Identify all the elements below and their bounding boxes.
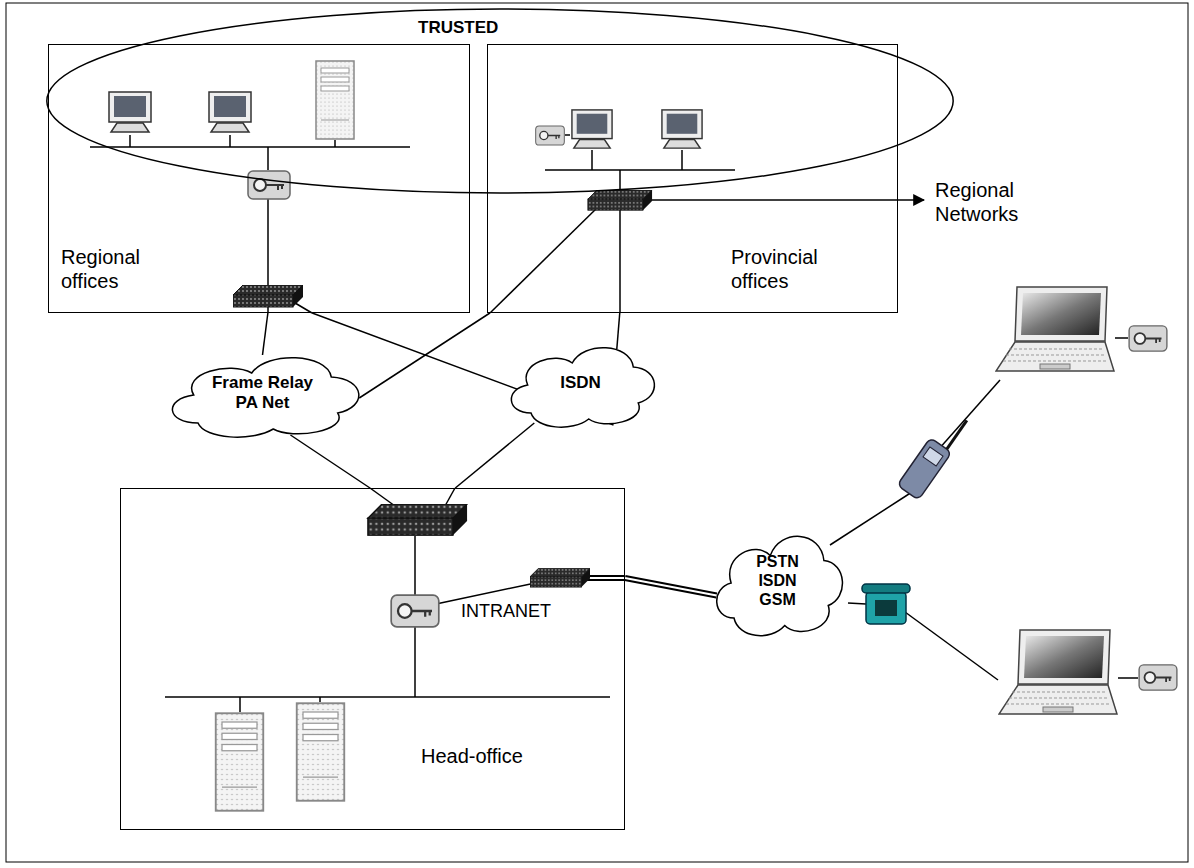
double-link [585, 578, 625, 579]
network-name: ISDN [560, 373, 601, 393]
office-name: Provincial offices [731, 245, 831, 293]
server-tower [216, 713, 264, 811]
main-router [368, 504, 467, 535]
server-tower [297, 703, 345, 801]
network-link [263, 313, 268, 355]
edge-group [455, 423, 534, 488]
office-name: Regional offices [61, 245, 161, 293]
regional-lan [90, 135, 410, 313]
workstation [109, 92, 151, 132]
telephone [862, 584, 910, 624]
cloud-path [717, 536, 843, 635]
head-office-lan [165, 488, 610, 712]
remote-links [830, 338, 1138, 680]
trusted-zone: TRUSTED [45, 8, 955, 194]
network-label: Regional Networks [935, 178, 1035, 226]
network-name: PSTN ISDN GSM [748, 552, 808, 610]
workstation [209, 92, 251, 132]
double-link [625, 578, 717, 596]
network-cloud: ISDN [498, 333, 663, 433]
network-link [617, 313, 620, 349]
network-name: INTRANET [461, 601, 551, 623]
edge-group [617, 313, 620, 349]
cloud-path [172, 358, 358, 437]
laptop [999, 630, 1117, 714]
network-link [359, 313, 490, 398]
office-box: INTRANET Head-office [120, 488, 625, 830]
network-name: Frame Relay PA Net [205, 373, 320, 414]
edge-group [359, 313, 490, 398]
mobile-phone [897, 409, 972, 500]
diagram-frame [6, 3, 1188, 862]
router [588, 190, 652, 210]
office-name: Head-office [421, 744, 523, 768]
office-box: Provincial offices [487, 44, 898, 313]
crypto-key [536, 126, 565, 145]
office-box: Regional offices [48, 44, 470, 313]
router [530, 568, 590, 587]
router [233, 285, 303, 307]
zone-ellipse [47, 9, 953, 193]
network-link [290, 435, 370, 488]
edge-group [625, 578, 717, 596]
zone-title: TRUSTED [418, 18, 498, 38]
server-tower [316, 61, 354, 139]
double-link-gap [625, 578, 717, 596]
laptop [996, 287, 1114, 371]
network-link [455, 423, 534, 488]
network-cloud: PSTN ISDN GSM [705, 518, 850, 643]
edge-group [290, 435, 370, 488]
workstation [662, 110, 702, 148]
zone-outline [45, 8, 955, 194]
crypto-key [391, 595, 439, 627]
edge-group [263, 313, 268, 355]
workstation [572, 110, 612, 148]
crypto-key [1129, 326, 1167, 351]
provincial-lan [490, 135, 924, 313]
network-cloud: Frame Relay PA Net [155, 343, 370, 443]
crypto-key [1139, 665, 1177, 690]
crypto-key [248, 171, 290, 199]
cloud-path [511, 348, 654, 427]
label-slot: Regional Networks [935, 178, 1035, 226]
